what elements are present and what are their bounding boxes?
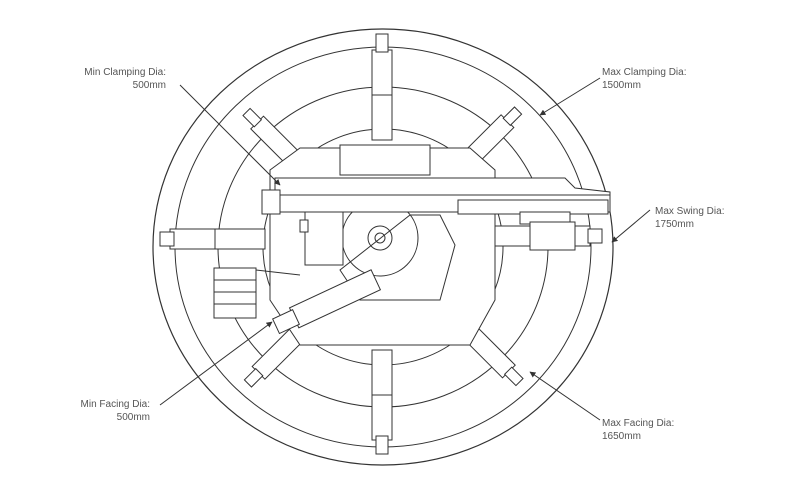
leader-max-facing xyxy=(529,371,601,421)
max-swing-value: 1750mm xyxy=(655,219,694,230)
max-swing-label: Max Swing Dia: 1750mm xyxy=(655,205,724,231)
leader-max-clamping xyxy=(539,77,601,116)
max-clamping-name: Max Clamping Dia: xyxy=(602,67,687,78)
max-facing-name: Max Facing Dia: xyxy=(602,418,675,429)
max-facing-label: Max Facing Dia: 1650mm xyxy=(602,417,674,443)
max-facing-value: 1650mm xyxy=(602,431,641,442)
tool-holder xyxy=(271,269,382,335)
lever-stand xyxy=(213,267,301,319)
max-clamping-label: Max Clamping Dia: 1500mm xyxy=(602,66,686,92)
min-clamping-name: Min Clamping Dia: xyxy=(84,67,166,78)
leader-min-clamping xyxy=(179,84,281,186)
max-swing-circle xyxy=(152,28,614,466)
min-facing-name: Min Facing Dia: xyxy=(80,399,150,410)
max-clamping-value: 1500mm xyxy=(602,80,641,91)
leader-max-swing xyxy=(611,209,651,243)
leader-lines xyxy=(159,77,651,421)
min-facing-label: Min Facing Dia: 500mm xyxy=(60,398,150,424)
max-swing-name: Max Swing Dia: xyxy=(655,206,725,217)
min-clamping-value: 500mm xyxy=(132,80,166,91)
cross-slide xyxy=(261,177,611,251)
leader-min-facing xyxy=(159,321,273,406)
min-facing-value: 500mm xyxy=(116,412,150,423)
min-clamping-label: Min Clamping Dia: 500mm xyxy=(70,66,166,92)
